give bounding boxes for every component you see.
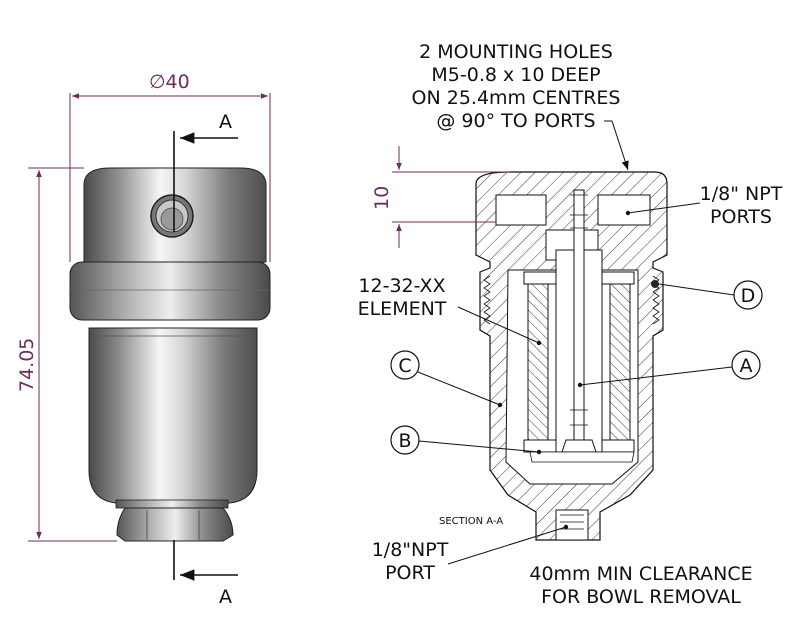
svg-text:12-32-XX: 12-32-XX	[358, 275, 445, 297]
filter-element-right	[609, 282, 631, 442]
svg-text:A: A	[740, 355, 753, 377]
bubble-a: A	[577, 350, 761, 388]
section-view	[475, 171, 668, 541]
bubble-b: B	[390, 425, 542, 455]
section-title: SECTION A-A	[439, 516, 503, 527]
hole-depth-value: 10	[371, 186, 393, 210]
svg-text:FOR BOWL REMOVAL: FOR BOWL REMOVAL	[541, 586, 741, 608]
diameter-value: ∅40	[149, 71, 190, 93]
hex-nut	[116, 507, 234, 542]
port-left	[495, 194, 547, 226]
o-ring	[651, 280, 659, 288]
callout-element: 12-32-XX ELEMENT	[358, 275, 542, 346]
svg-text:PORT: PORT	[385, 562, 435, 584]
diameter-dimension	[69, 93, 271, 262]
filter-flange	[69, 261, 271, 321]
bubble-c: C	[390, 350, 503, 408]
svg-text:40mm MIN CLEARANCE: 40mm MIN CLEARANCE	[529, 563, 752, 585]
section-marker-bottom: A	[219, 586, 232, 608]
filter-element-left	[527, 282, 549, 442]
clearance-note: 40mm MIN CLEARANCE FOR BOWL REMOVAL	[529, 563, 752, 608]
callout-mounting-holes: 2 MOUNTING HOLES M5-0.8 x 10 DEEP ON 25.…	[412, 41, 629, 171]
filter-base	[115, 499, 229, 509]
height-value: 74.05	[16, 338, 38, 392]
hole-depth-dimension	[392, 146, 510, 248]
tie-rod	[573, 189, 585, 461]
svg-text:B: B	[398, 430, 411, 452]
port-right	[597, 194, 651, 226]
svg-text:ELEMENT: ELEMENT	[358, 298, 447, 320]
bubble-d: D	[658, 280, 763, 310]
svg-text:1/8"NPT: 1/8"NPT	[372, 539, 449, 561]
section-marker-top: A	[219, 111, 232, 133]
svg-text:D: D	[741, 285, 756, 307]
svg-text:PORTS: PORTS	[710, 206, 772, 228]
svg-text:1/8" NPT: 1/8" NPT	[700, 183, 783, 205]
filter-bowl	[88, 327, 258, 504]
svg-text:2 MOUNTING HOLES: 2 MOUNTING HOLES	[419, 41, 613, 63]
svg-text:C: C	[398, 355, 411, 377]
bottom-port	[555, 509, 589, 541]
callout-bottom-port: 1/8"NPT PORT	[372, 524, 569, 584]
svg-text:ON 25.4mm CENTRES: ON 25.4mm CENTRES	[412, 87, 621, 109]
section-line	[173, 131, 238, 581]
callout-ports: 1/8" NPT PORTS	[625, 183, 783, 228]
port-hole	[150, 194, 194, 238]
filter-3d-view	[69, 167, 271, 542]
height-dimension	[28, 167, 117, 542]
svg-text:M5-0.8 x 10 DEEP: M5-0.8 x 10 DEEP	[431, 64, 600, 86]
svg-text:@ 90° TO PORTS: @ 90° TO PORTS	[436, 110, 595, 132]
